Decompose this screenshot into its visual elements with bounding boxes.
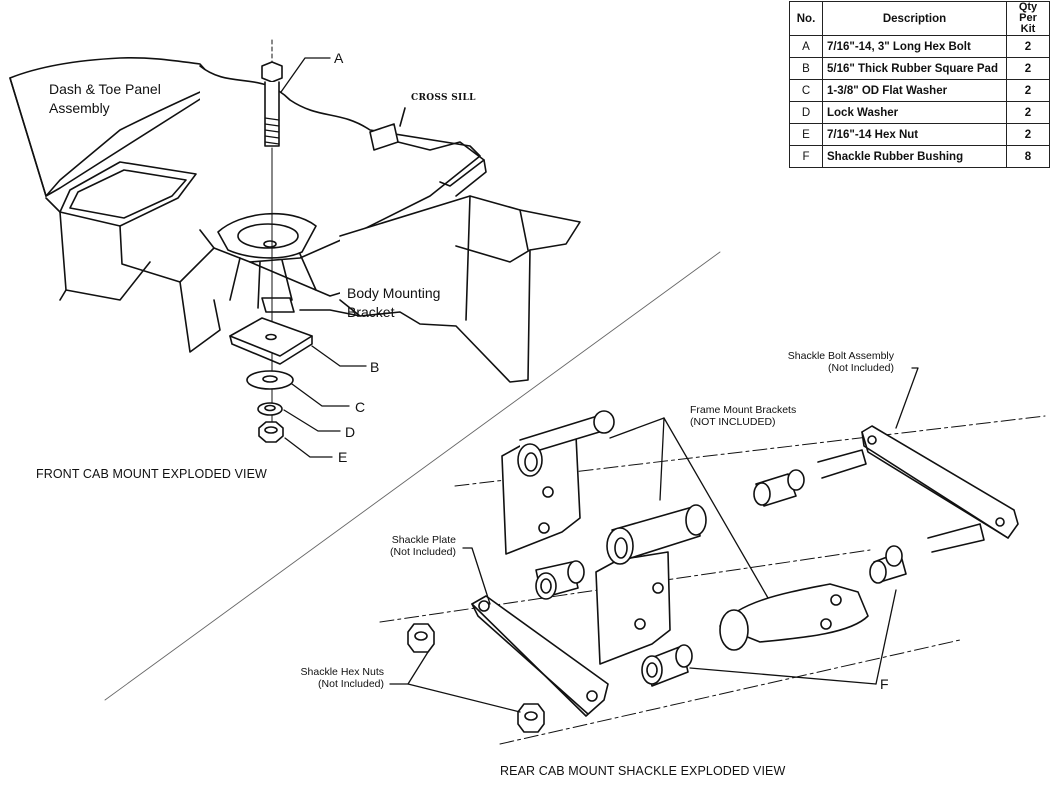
table-row: C 1-3/8" OD Flat Washer 2	[789, 79, 1050, 102]
row-qty: 2	[1006, 57, 1050, 80]
bracket-label-line2: Bracket	[347, 304, 395, 320]
shackle-bolt-line2: (Not Included)	[828, 362, 894, 374]
shackle-bolt-assembly-label: Shackle Bolt Assembly (Not Included)	[770, 350, 894, 374]
row-description: Shackle Rubber Bushing	[822, 145, 1007, 168]
header-qty: Qty Per Kit	[1006, 1, 1050, 36]
dash-label-line1: Dash & Toe Panel	[49, 81, 161, 97]
header-no: No.	[789, 1, 823, 36]
flat-washer-drawing	[246, 370, 294, 390]
table-row: A 7/16"-14, 3" Long Hex Bolt 2	[789, 35, 1050, 58]
body-mounting-bracket-label: Body Mounting Bracket	[347, 284, 440, 322]
shackle-plate-line1: Shackle Plate	[391, 534, 456, 546]
row-no: D	[789, 101, 823, 124]
hex-nuts-line2: (Not Included)	[318, 678, 384, 690]
row-description: 5/16" Thick Rubber Square Pad	[822, 57, 1007, 80]
cross-sill-label: CROSS SILL	[411, 93, 476, 103]
dash-toe-panel-label: Dash & Toe Panel Assembly	[49, 80, 161, 118]
callout-f: F	[880, 676, 889, 692]
front-view-caption: FRONT CAB MOUNT EXPLODED VIEW	[36, 467, 267, 481]
body-mounting-bracket-drawing	[217, 212, 317, 313]
hex-nut-drawing	[258, 421, 284, 443]
row-description: 7/16"-14 Hex Nut	[822, 123, 1007, 146]
table-row: F Shackle Rubber Bushing 8	[789, 145, 1050, 168]
shackle-bolt-line1: Shackle Bolt Assembly	[787, 350, 894, 362]
row-no: F	[789, 145, 823, 168]
frame-rail-drawing	[299, 195, 581, 383]
row-qty: 2	[1006, 79, 1050, 102]
rubber-pad-drawing	[229, 317, 313, 365]
row-no: B	[789, 57, 823, 80]
lower-frame-bracket-drawing	[595, 504, 707, 665]
mount-bracket-plate-drawing	[719, 583, 869, 651]
rear-view-caption: REAR CAB MOUNT SHACKLE EXPLODED VIEW	[500, 764, 786, 778]
table-row: E 7/16"-14 Hex Nut 2	[789, 123, 1050, 146]
lock-washer-drawing	[257, 402, 283, 416]
table-row: D Lock Washer 2	[789, 101, 1050, 124]
shackle-hex-nuts-label: Shackle Hex Nuts (Not Included)	[286, 666, 384, 690]
header-qty-line1: Qty	[1018, 1, 1038, 13]
row-qty: 2	[1006, 101, 1050, 124]
row-description: 1-3/8" OD Flat Washer	[822, 79, 1007, 102]
callout-a: A	[334, 50, 344, 66]
callout-c: C	[355, 399, 366, 415]
frame-brackets-line2: (NOT INCLUDED)	[690, 416, 776, 428]
callout-d: D	[345, 424, 356, 440]
parts-table: No. Description Qty Per Kit A 7/16"-14, …	[789, 1, 1050, 168]
dash-label-line2: Assembly	[49, 100, 110, 116]
row-no: E	[789, 123, 823, 146]
row-no: A	[789, 35, 823, 58]
shackle-bolt-assembly-drawing	[817, 425, 1019, 553]
row-qty: 2	[1006, 123, 1050, 146]
dash-toe-panel-drawing	[9, 57, 219, 301]
shackle-hex-nuts-drawing	[407, 623, 545, 733]
row-no: C	[789, 79, 823, 102]
shackle-bushings-drawing	[535, 469, 907, 687]
hex-bolt-drawing	[261, 39, 283, 441]
upper-frame-bracket-drawing	[501, 410, 615, 555]
shackle-plate-line2: (Not Included)	[390, 546, 456, 558]
bracket-label-line1: Body Mounting	[347, 285, 441, 301]
frame-mount-brackets-label: Frame Mount Brackets (NOT INCLUDED)	[690, 404, 796, 428]
row-qty: 8	[1006, 145, 1050, 168]
frame-brackets-line1: Frame Mount Brackets	[690, 404, 797, 416]
shackle-centerlines	[379, 415, 1046, 745]
hex-nuts-line1: Shackle Hex Nuts	[300, 666, 384, 678]
shackle-plate-label: Shackle Plate (Not Included)	[374, 534, 456, 558]
parts-table-header: No. Description Qty Per Kit	[789, 1, 1050, 36]
callout-b: B	[370, 359, 380, 375]
shackle-plate-drawing	[471, 595, 609, 717]
cross-sill-drawing	[369, 107, 487, 197]
row-qty: 2	[1006, 35, 1050, 58]
row-description: Lock Washer	[822, 101, 1007, 124]
table-row: B 5/16" Thick Rubber Square Pad 2	[789, 57, 1050, 80]
header-qty-line2: Per Kit	[1019, 12, 1037, 35]
header-description: Description	[822, 1, 1007, 36]
callout-e: E	[338, 449, 348, 465]
row-description: 7/16"-14, 3" Long Hex Bolt	[822, 35, 1007, 58]
